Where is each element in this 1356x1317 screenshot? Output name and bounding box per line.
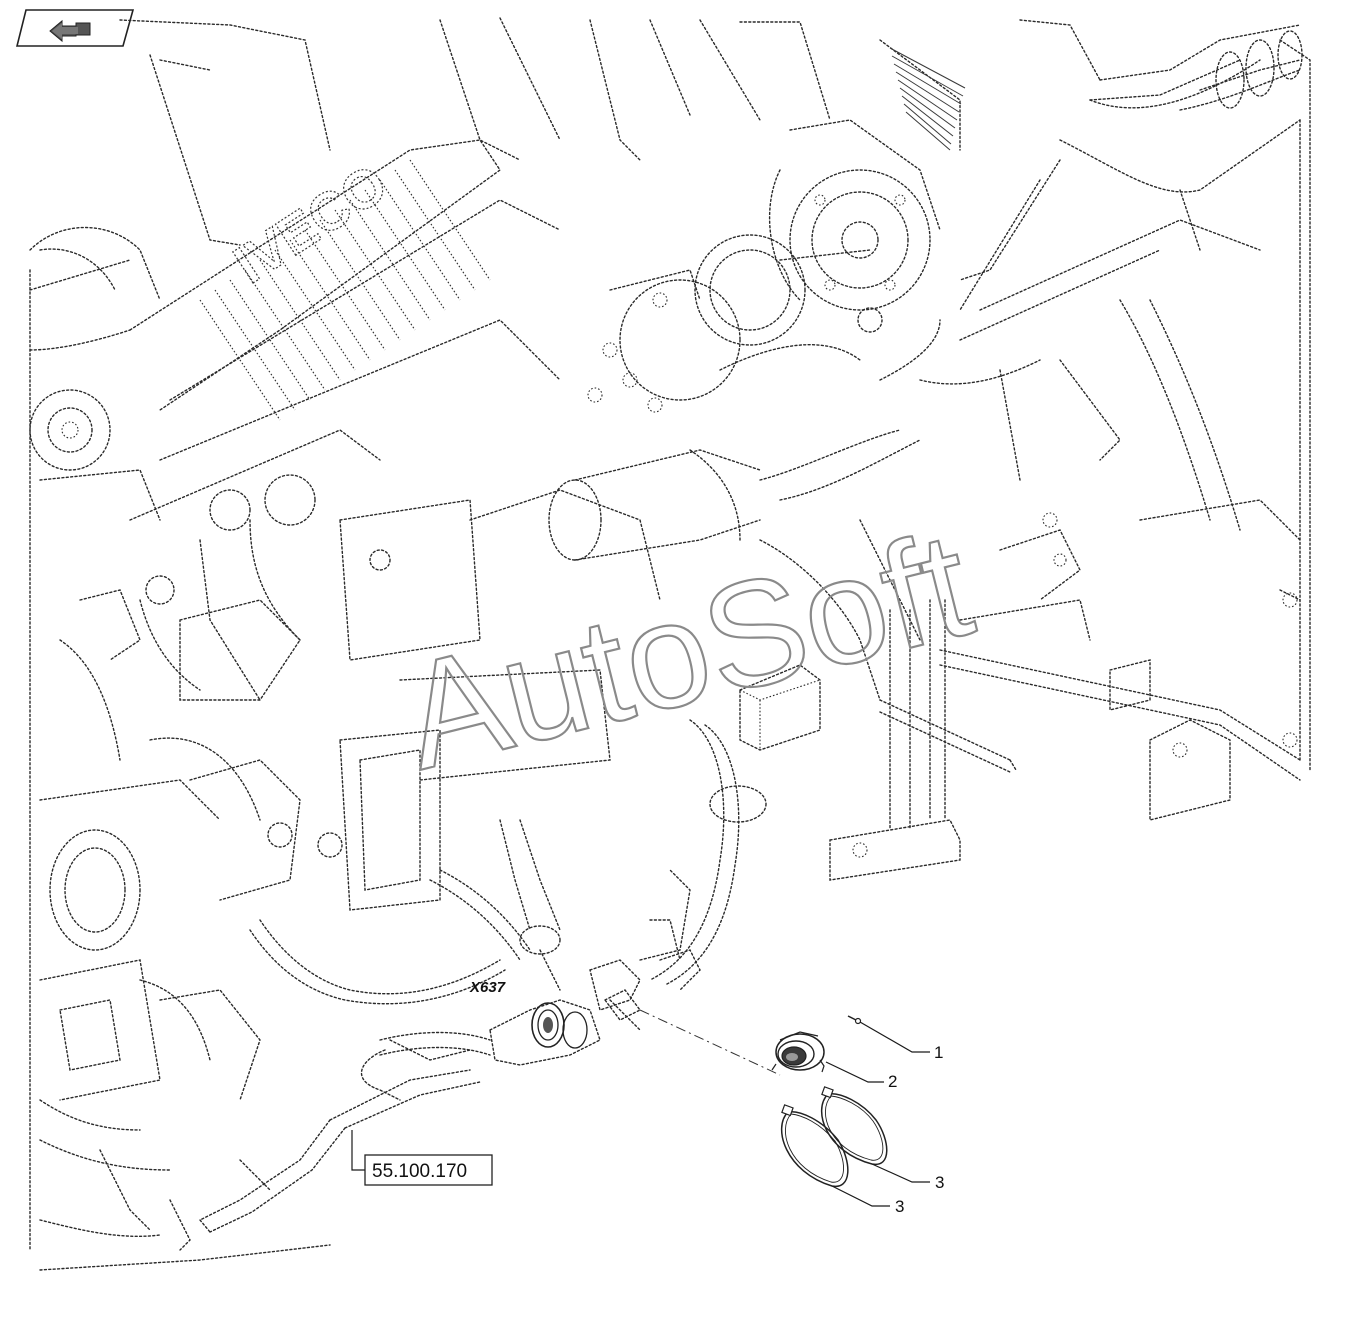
engine-brand-text: IVECO <box>224 153 398 295</box>
return-arrow-icon <box>15 9 135 47</box>
callout-3b-leader <box>831 1185 890 1207</box>
part-3-cable-tie-lower[interactable] <box>780 1104 849 1187</box>
callout-1-leader <box>859 1021 930 1053</box>
callout-2-leader <box>825 1061 884 1083</box>
return-button[interactable] <box>15 9 135 47</box>
part-3-cable-tie-upper[interactable] <box>820 1086 888 1165</box>
reference-box-text: 55.100.170 <box>372 1161 467 1182</box>
reference-link-55-100-170[interactable]: 55.100.170 <box>351 1130 493 1186</box>
connector-label: X637 <box>469 979 506 996</box>
part-1-pin[interactable] <box>847 1015 862 1025</box>
assembly-leader-line <box>639 1009 781 1076</box>
callout-3b-label: 3 <box>895 1197 904 1216</box>
callout-3a-leader <box>871 1163 930 1183</box>
watermark-text: AutoSoft <box>387 499 986 801</box>
connector-x637 <box>489 989 642 1066</box>
callout-2-label: 2 <box>888 1072 897 1091</box>
callout-1-label: 1 <box>934 1043 943 1062</box>
part-2-connector-plug[interactable] <box>771 1031 825 1073</box>
callout-3a-label: 3 <box>935 1173 944 1192</box>
